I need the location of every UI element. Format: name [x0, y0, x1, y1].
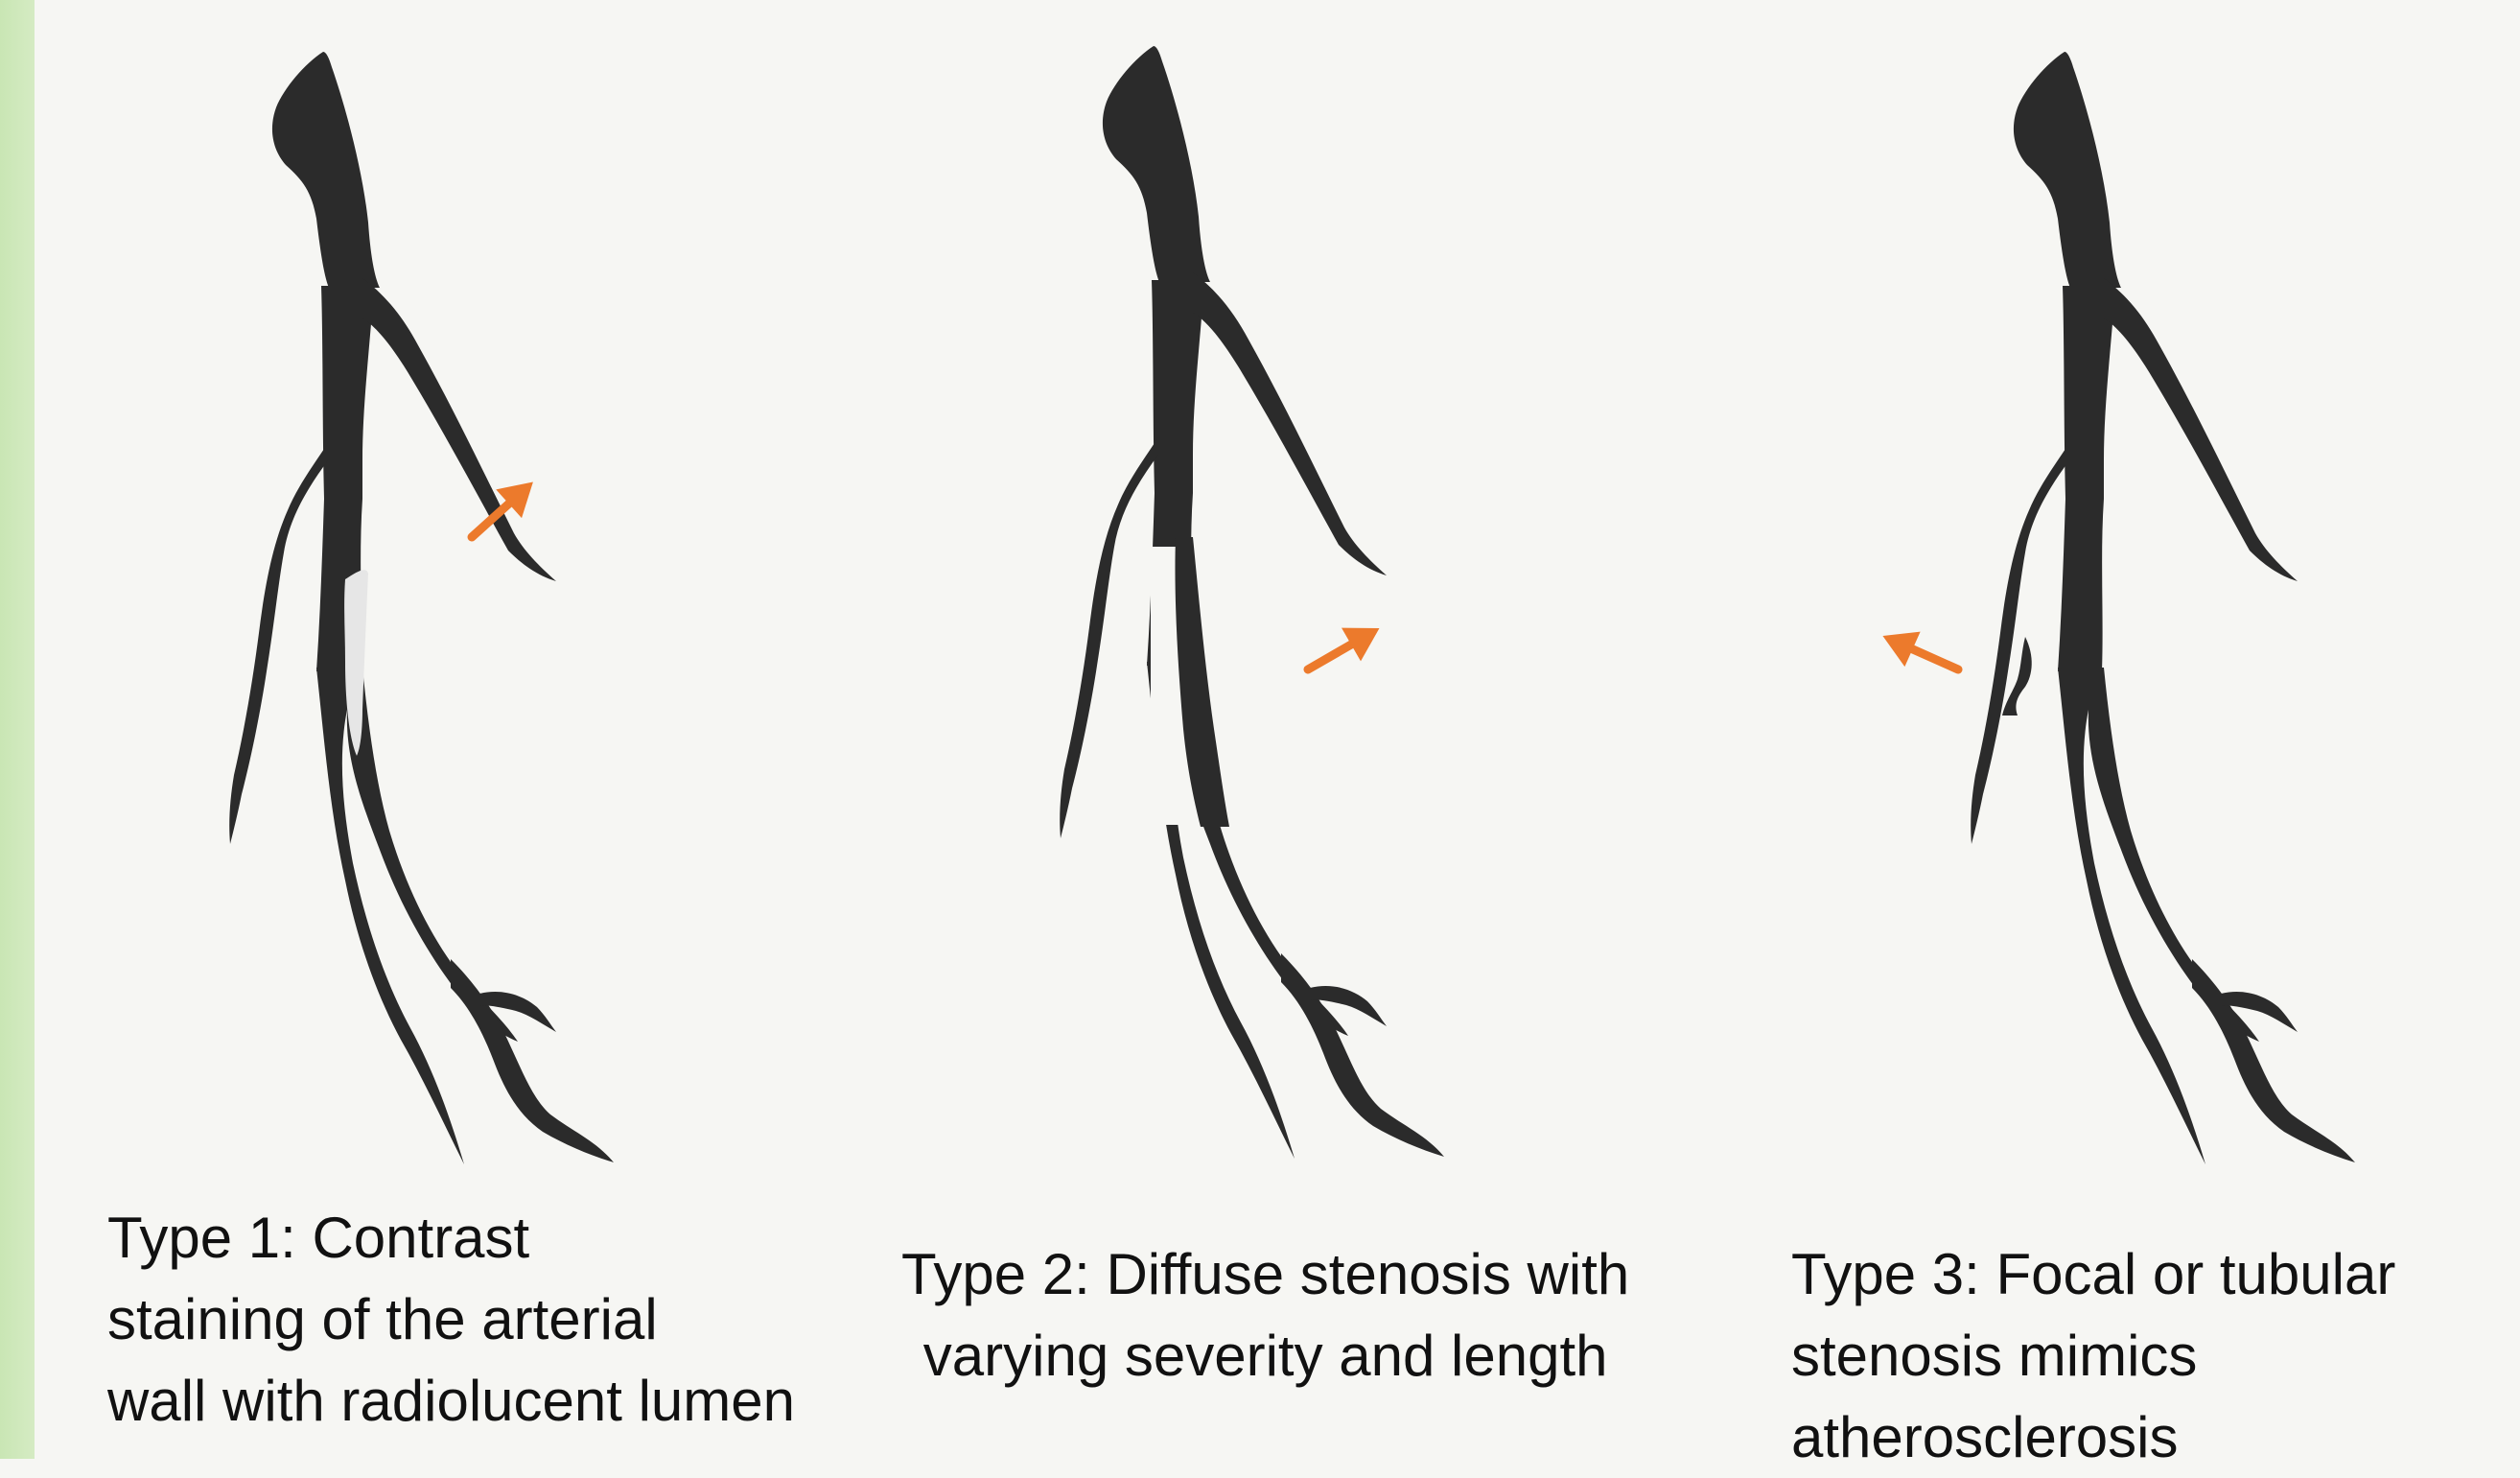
caption-line: Type 1: Contrast: [107, 1197, 795, 1279]
caption-line: atherosclerosis: [1791, 1396, 2395, 1478]
caption-type-3: Type 3: Focal or tubular stenosis mimics…: [1791, 1233, 2395, 1478]
caption-line: staining of the arterial: [107, 1279, 795, 1360]
caption-line: Type 2: Diffuse stenosis with: [901, 1233, 1629, 1315]
caption-line: stenosis mimics: [1791, 1315, 2395, 1396]
vessel-type-3: [1971, 52, 2355, 1164]
caption-line: varying severity and length: [901, 1315, 1629, 1396]
arrow-icon: [1298, 612, 1388, 687]
vessel-type-1: [229, 52, 614, 1164]
caption-line: wall with radiolucent lumen: [107, 1360, 795, 1442]
caption-line: Type 3: Focal or tubular: [1791, 1233, 2395, 1315]
caption-type-1: Type 1: Contrast staining of the arteria…: [107, 1197, 795, 1442]
vessel-type-2: [1060, 46, 1444, 1159]
caption-type-2: Type 2: Diffuse stenosis with varying se…: [901, 1233, 1629, 1396]
arrow-icon: [1875, 619, 1966, 688]
